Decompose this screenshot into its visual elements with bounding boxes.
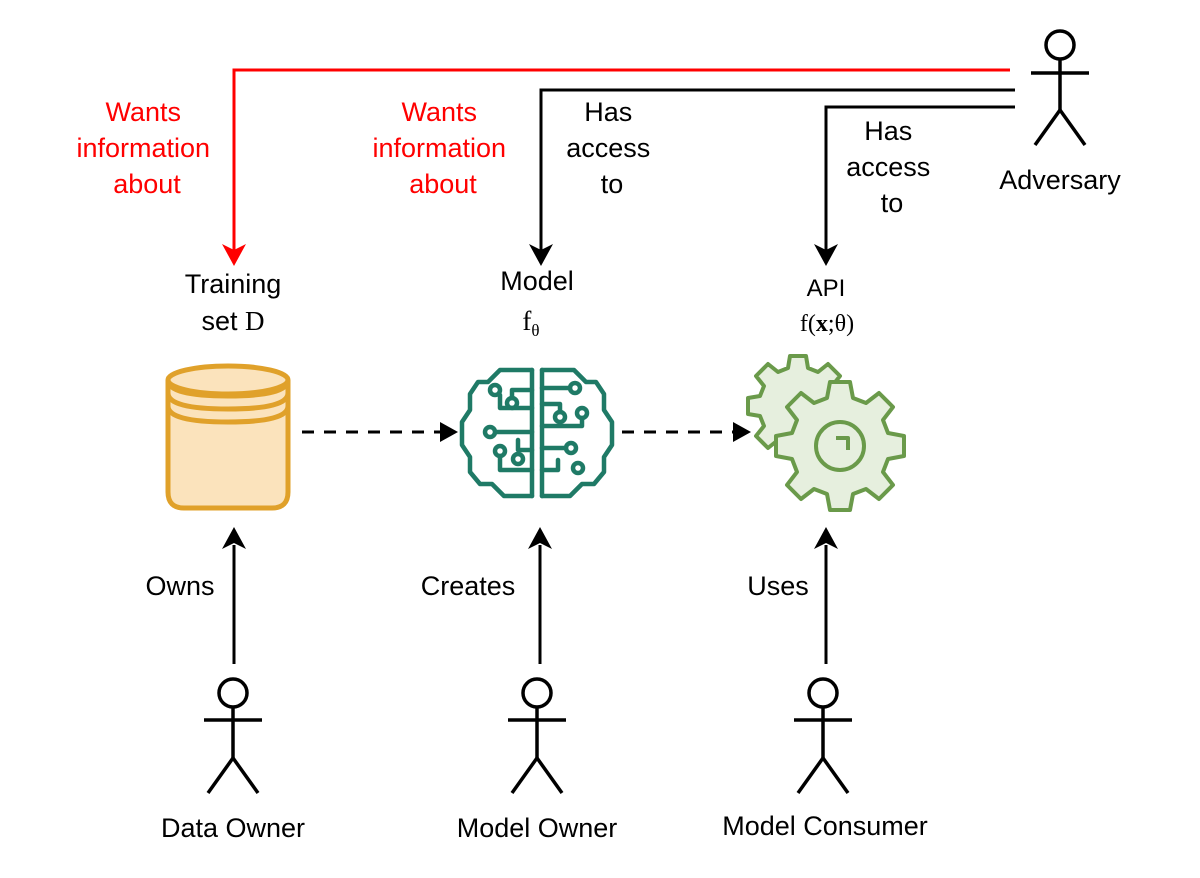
edge-creates: [528, 527, 552, 664]
label-uses: Uses: [747, 571, 809, 601]
data-owner-actor-icon: [204, 677, 262, 795]
arrowhead: [529, 244, 553, 266]
database-icon: [165, 363, 291, 511]
edge-data-to-model: [302, 422, 458, 442]
training-set-subtitle: set D: [201, 306, 264, 336]
edge-access-model: [529, 88, 1015, 266]
gears-icon: [746, 354, 906, 512]
edge-owns: [222, 527, 246, 664]
training-set-title: Training: [185, 269, 282, 299]
edge-model-to-api: [622, 422, 751, 442]
label-creates: Creates: [421, 571, 516, 601]
edge-wants-info-training: [222, 68, 1010, 266]
label-access-api: Has access to: [846, 116, 938, 218]
model-owner-label: Model Owner: [457, 813, 618, 843]
arrowhead-red: [222, 244, 246, 266]
label-wants-info-model: Wants information about: [372, 97, 513, 199]
api-title: API: [807, 275, 846, 302]
edge-uses: [814, 527, 838, 664]
model-symbol: fθ: [522, 306, 539, 340]
model-consumer-actor-icon: [794, 677, 852, 795]
edge-access-api: [814, 105, 1015, 266]
adversary-actor-icon: [1031, 29, 1089, 147]
model-owner-actor-icon: [508, 677, 566, 795]
label-owns: Owns: [145, 571, 214, 601]
adversary-label: Adversary: [999, 165, 1121, 195]
arrowhead: [814, 244, 838, 266]
label-wants-info-training: Wants information about: [76, 97, 217, 199]
label-access-model: Has access to: [566, 97, 658, 199]
model-title: Model: [500, 266, 574, 296]
api-formula: f(x;θ): [800, 311, 854, 337]
data-owner-label: Data Owner: [161, 813, 305, 843]
brain-circuit-icon: [459, 367, 615, 499]
model-consumer-label: Model Consumer: [722, 811, 928, 841]
